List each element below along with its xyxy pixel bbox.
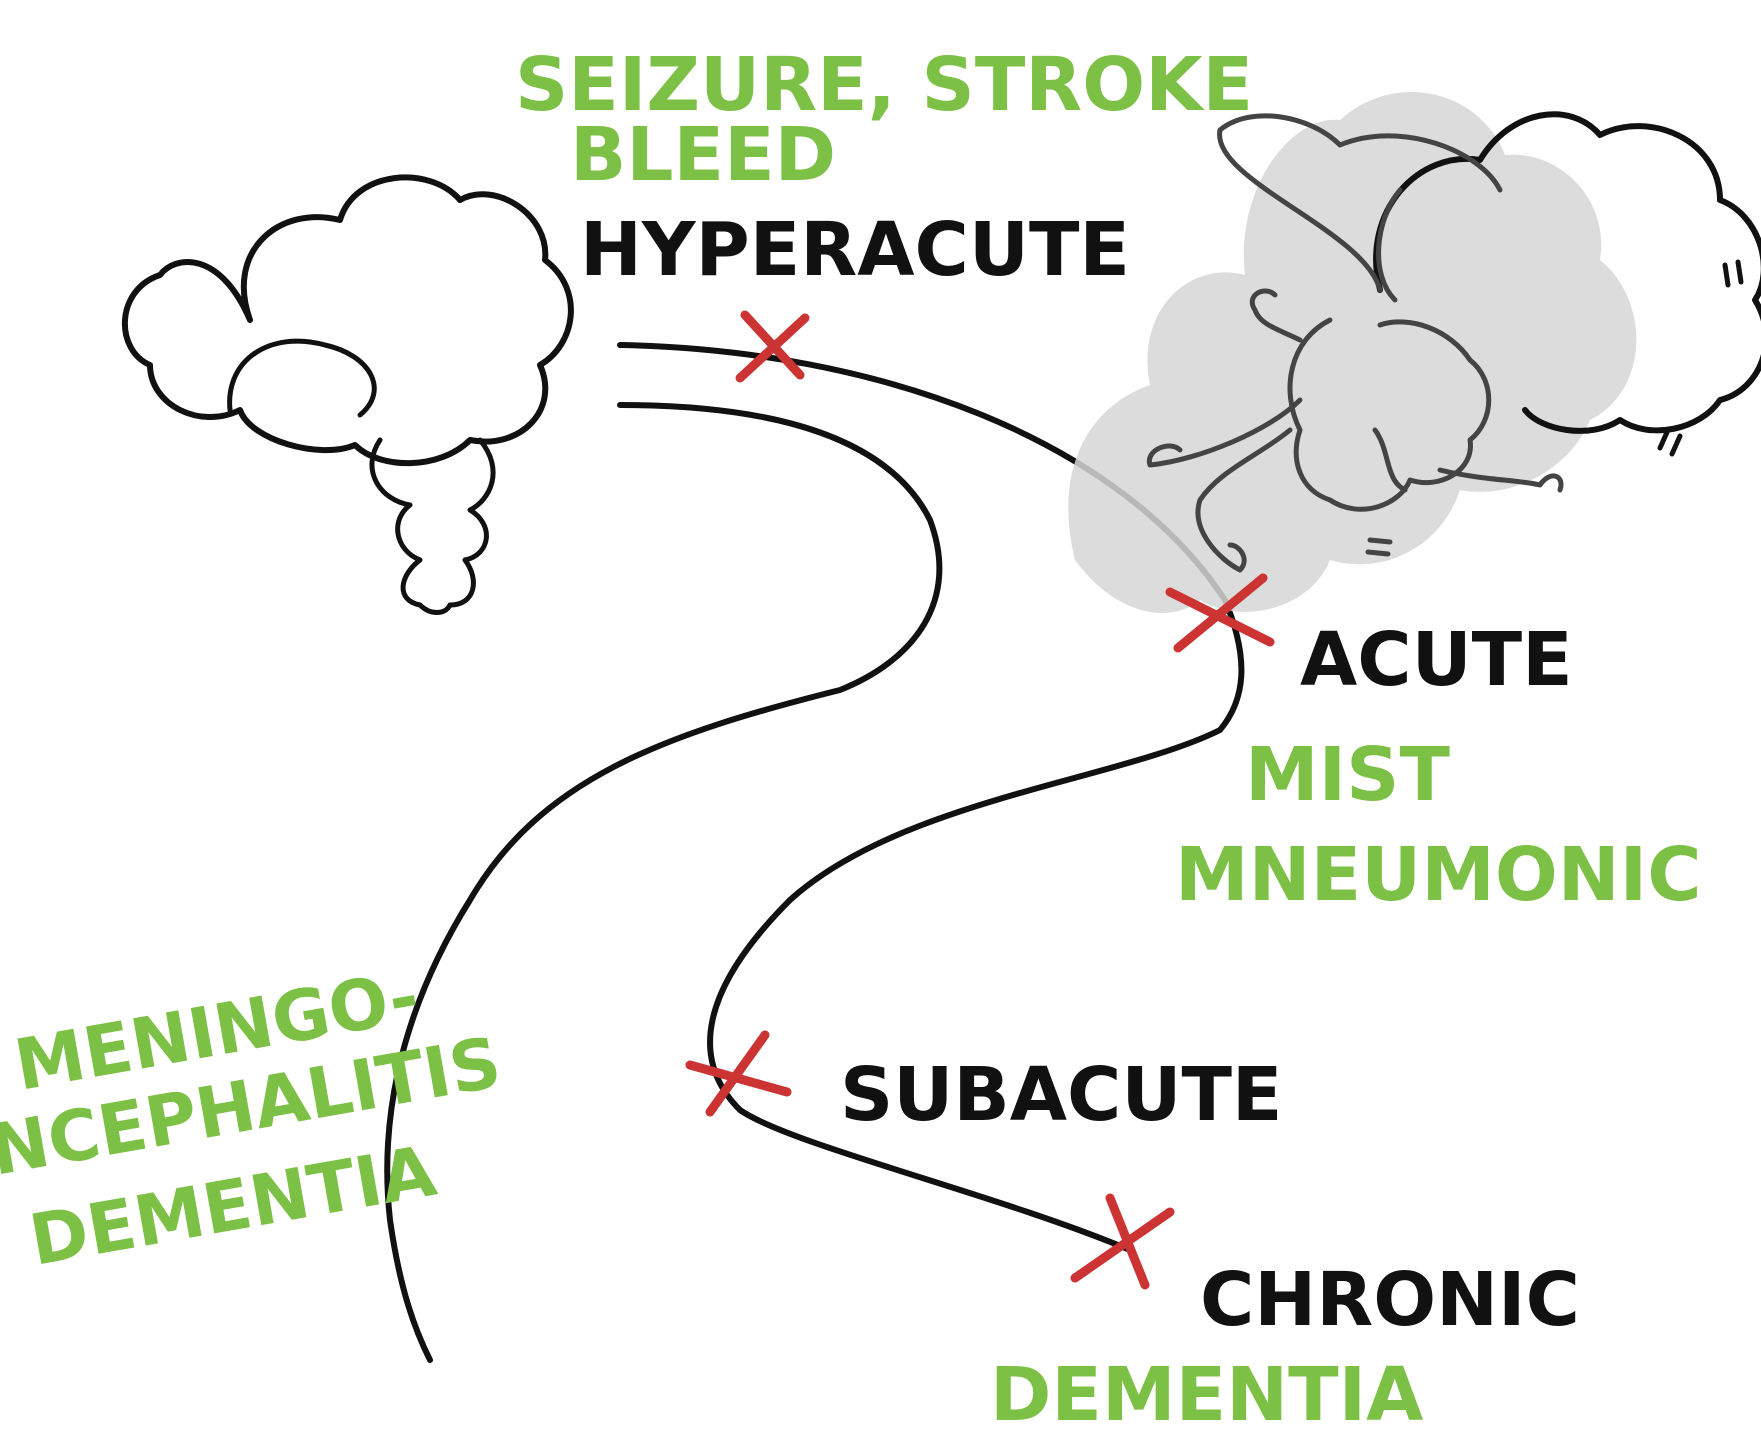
- running-brain-icon: [1146, 111, 1761, 573]
- x-marker-hyperacute: [735, 310, 810, 383]
- stage-label-acute: ACUTE: [1300, 617, 1573, 703]
- cause-chronic: DEMENTIA: [990, 1352, 1423, 1438]
- x-marker-acute: [1165, 573, 1275, 653]
- cause-hyperacute-line2: BLEED: [570, 112, 836, 198]
- cause-hyperacute-line1: SEIZURE, STROKE: [515, 42, 1253, 128]
- x-marker-subacute: [685, 1030, 792, 1117]
- timeline-road: [384, 342, 1245, 1363]
- stage-label-hyperacute: HYPERACUTE: [580, 207, 1130, 293]
- cause-acute-line2: MNEUMONIC: [1175, 832, 1702, 918]
- brain-icon: [121, 174, 574, 615]
- stage-label-subacute: SUBACUTE: [840, 1052, 1282, 1138]
- x-marker-chronic: [1070, 1193, 1175, 1290]
- cause-acute-line1: MIST: [1245, 732, 1450, 818]
- smoke-cloud-icon: [1068, 91, 1637, 613]
- stage-label-chronic: CHRONIC: [1200, 1257, 1580, 1343]
